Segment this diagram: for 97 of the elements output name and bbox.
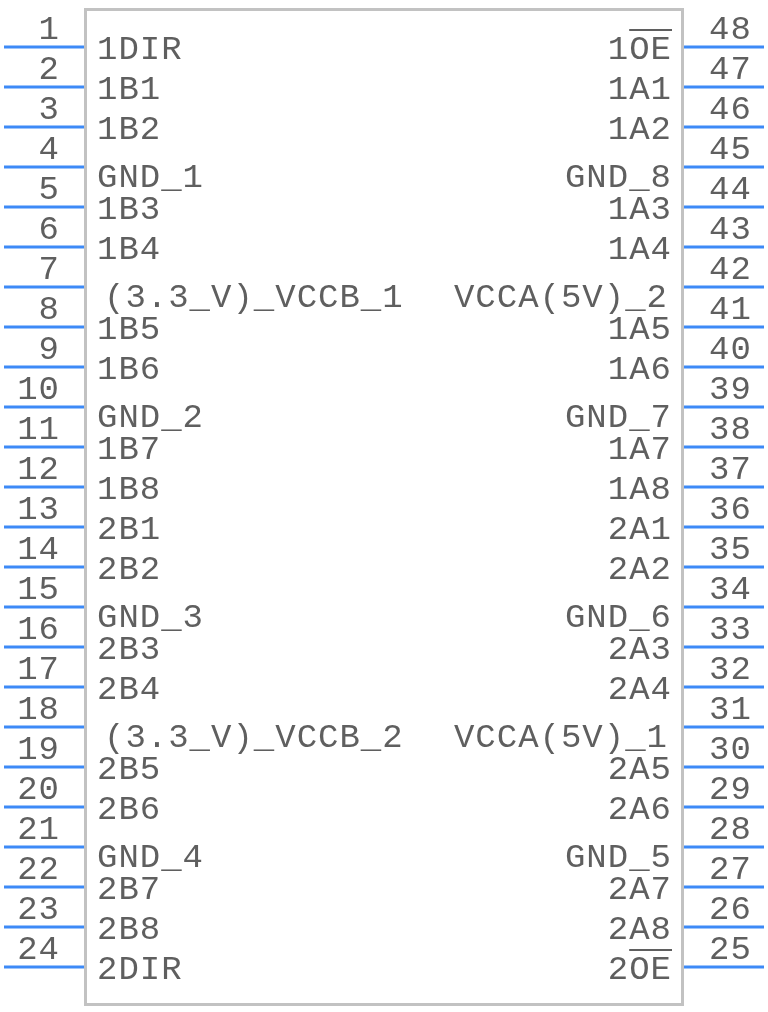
pin-name: 2DIR: [97, 953, 183, 987]
pin-number: 47: [709, 53, 752, 87]
pin-name: 1A7: [607, 433, 672, 467]
pin-number: 21: [17, 813, 60, 847]
pin-name: (3.3_V)_VCCB_2: [104, 721, 404, 755]
pin-name: 2A1: [607, 513, 672, 547]
pin-number: 11: [17, 413, 60, 447]
pin-name: 2OE: [607, 953, 672, 987]
pin-number: 19: [17, 733, 60, 767]
pin-number: 40: [709, 333, 752, 367]
pin-name: (3.3_V)_VCCB_1: [104, 281, 404, 315]
pin-number: 25: [709, 933, 752, 967]
pin-name: GND_1: [97, 161, 205, 195]
pin-name: GND_6: [564, 601, 672, 635]
pin-number: 9: [38, 333, 60, 367]
pin-name: 1B4: [97, 233, 162, 267]
pin-name: 1B6: [97, 353, 162, 387]
pin-name: 2B3: [97, 633, 162, 667]
pin-name: 1A5: [607, 313, 672, 347]
pin-number: 28: [709, 813, 752, 847]
pin-number: 22: [17, 853, 60, 887]
pin-name: 1A2: [607, 113, 672, 147]
pin-number: 1: [38, 13, 60, 47]
pin-number: 8: [38, 293, 60, 327]
pin-number: 26: [709, 893, 752, 927]
pin-number: 20: [17, 773, 60, 807]
pin-name: GND_7: [564, 401, 672, 435]
pin-name: GND_5: [564, 841, 672, 875]
chip-body: [84, 8, 684, 1006]
pin-number: 15: [17, 573, 60, 607]
pin-name: 2B5: [97, 753, 162, 787]
pin-number: 12: [17, 453, 60, 487]
pin-number: 43: [709, 213, 752, 247]
pin-name: 1B1: [97, 73, 162, 107]
pin-number: 45: [709, 133, 752, 167]
pin-number: 2: [38, 53, 60, 87]
pin-name: 1B7: [97, 433, 162, 467]
pin-number: 4: [38, 133, 60, 167]
pin-name: 1A1: [607, 73, 672, 107]
pin-name: 2B1: [97, 513, 162, 547]
pin-name: 2A3: [607, 633, 672, 667]
pin-number: 35: [709, 533, 752, 567]
pin-number: 44: [709, 173, 752, 207]
pin-number: 38: [709, 413, 752, 447]
pin-name: VCCA(5V)_1: [453, 721, 668, 755]
pin-number: 46: [709, 93, 752, 127]
pin-name: 2B4: [97, 673, 162, 707]
pin-name: 2A4: [607, 673, 672, 707]
pin-number: 13: [17, 493, 60, 527]
pin-number: 18: [17, 693, 60, 727]
pin-number: 34: [709, 573, 752, 607]
pin-name: 1B8: [97, 473, 162, 507]
pin-name: 2A7: [607, 873, 672, 907]
pin-name: 1B3: [97, 193, 162, 227]
pin-name: GND_3: [97, 601, 205, 635]
pin-number: 3: [38, 93, 60, 127]
pin-name: 2A2: [607, 553, 672, 587]
pin-name: 1OE: [607, 33, 672, 67]
pin-number: 30: [709, 733, 752, 767]
pin-number: 48: [709, 13, 752, 47]
pin-name: 2A8: [607, 913, 672, 947]
pin-number: 23: [17, 893, 60, 927]
pin-name: 1A8: [607, 473, 672, 507]
pin-number: 31: [709, 693, 752, 727]
pin-number: 29: [709, 773, 752, 807]
pin-number: 37: [709, 453, 752, 487]
pin-name: 1A4: [607, 233, 672, 267]
pin-name: 2A6: [607, 793, 672, 827]
pin-number: 6: [38, 213, 60, 247]
pin-name: GND_4: [97, 841, 205, 875]
pin-name: 2B2: [97, 553, 162, 587]
pin-name: 2B8: [97, 913, 162, 947]
pin-number: 14: [17, 533, 60, 567]
pin-name: 2B7: [97, 873, 162, 907]
pin-name: 2A5: [607, 753, 672, 787]
pin-number: 33: [709, 613, 752, 647]
pin-number: 32: [709, 653, 752, 687]
pin-number: 7: [38, 253, 60, 287]
pin-number: 10: [17, 373, 60, 407]
pin-name: 2B6: [97, 793, 162, 827]
pin-name: 1B2: [97, 113, 162, 147]
pin-name: 1A3: [607, 193, 672, 227]
pin-number: 36: [709, 493, 752, 527]
pin-name: GND_8: [564, 161, 672, 195]
pin-name: 1DIR: [97, 33, 183, 67]
pin-name: VCCA(5V)_2: [453, 281, 668, 315]
pin-number: 16: [17, 613, 60, 647]
pin-number: 41: [709, 293, 752, 327]
pin-number: 27: [709, 853, 752, 887]
pin-name: 1B5: [97, 313, 162, 347]
pin-number: 5: [38, 173, 60, 207]
pin-number: 17: [17, 653, 60, 687]
pin-number: 24: [17, 933, 60, 967]
pin-number: 42: [709, 253, 752, 287]
pin-number: 39: [709, 373, 752, 407]
pin-name: GND_2: [97, 401, 205, 435]
pin-name: 1A6: [607, 353, 672, 387]
